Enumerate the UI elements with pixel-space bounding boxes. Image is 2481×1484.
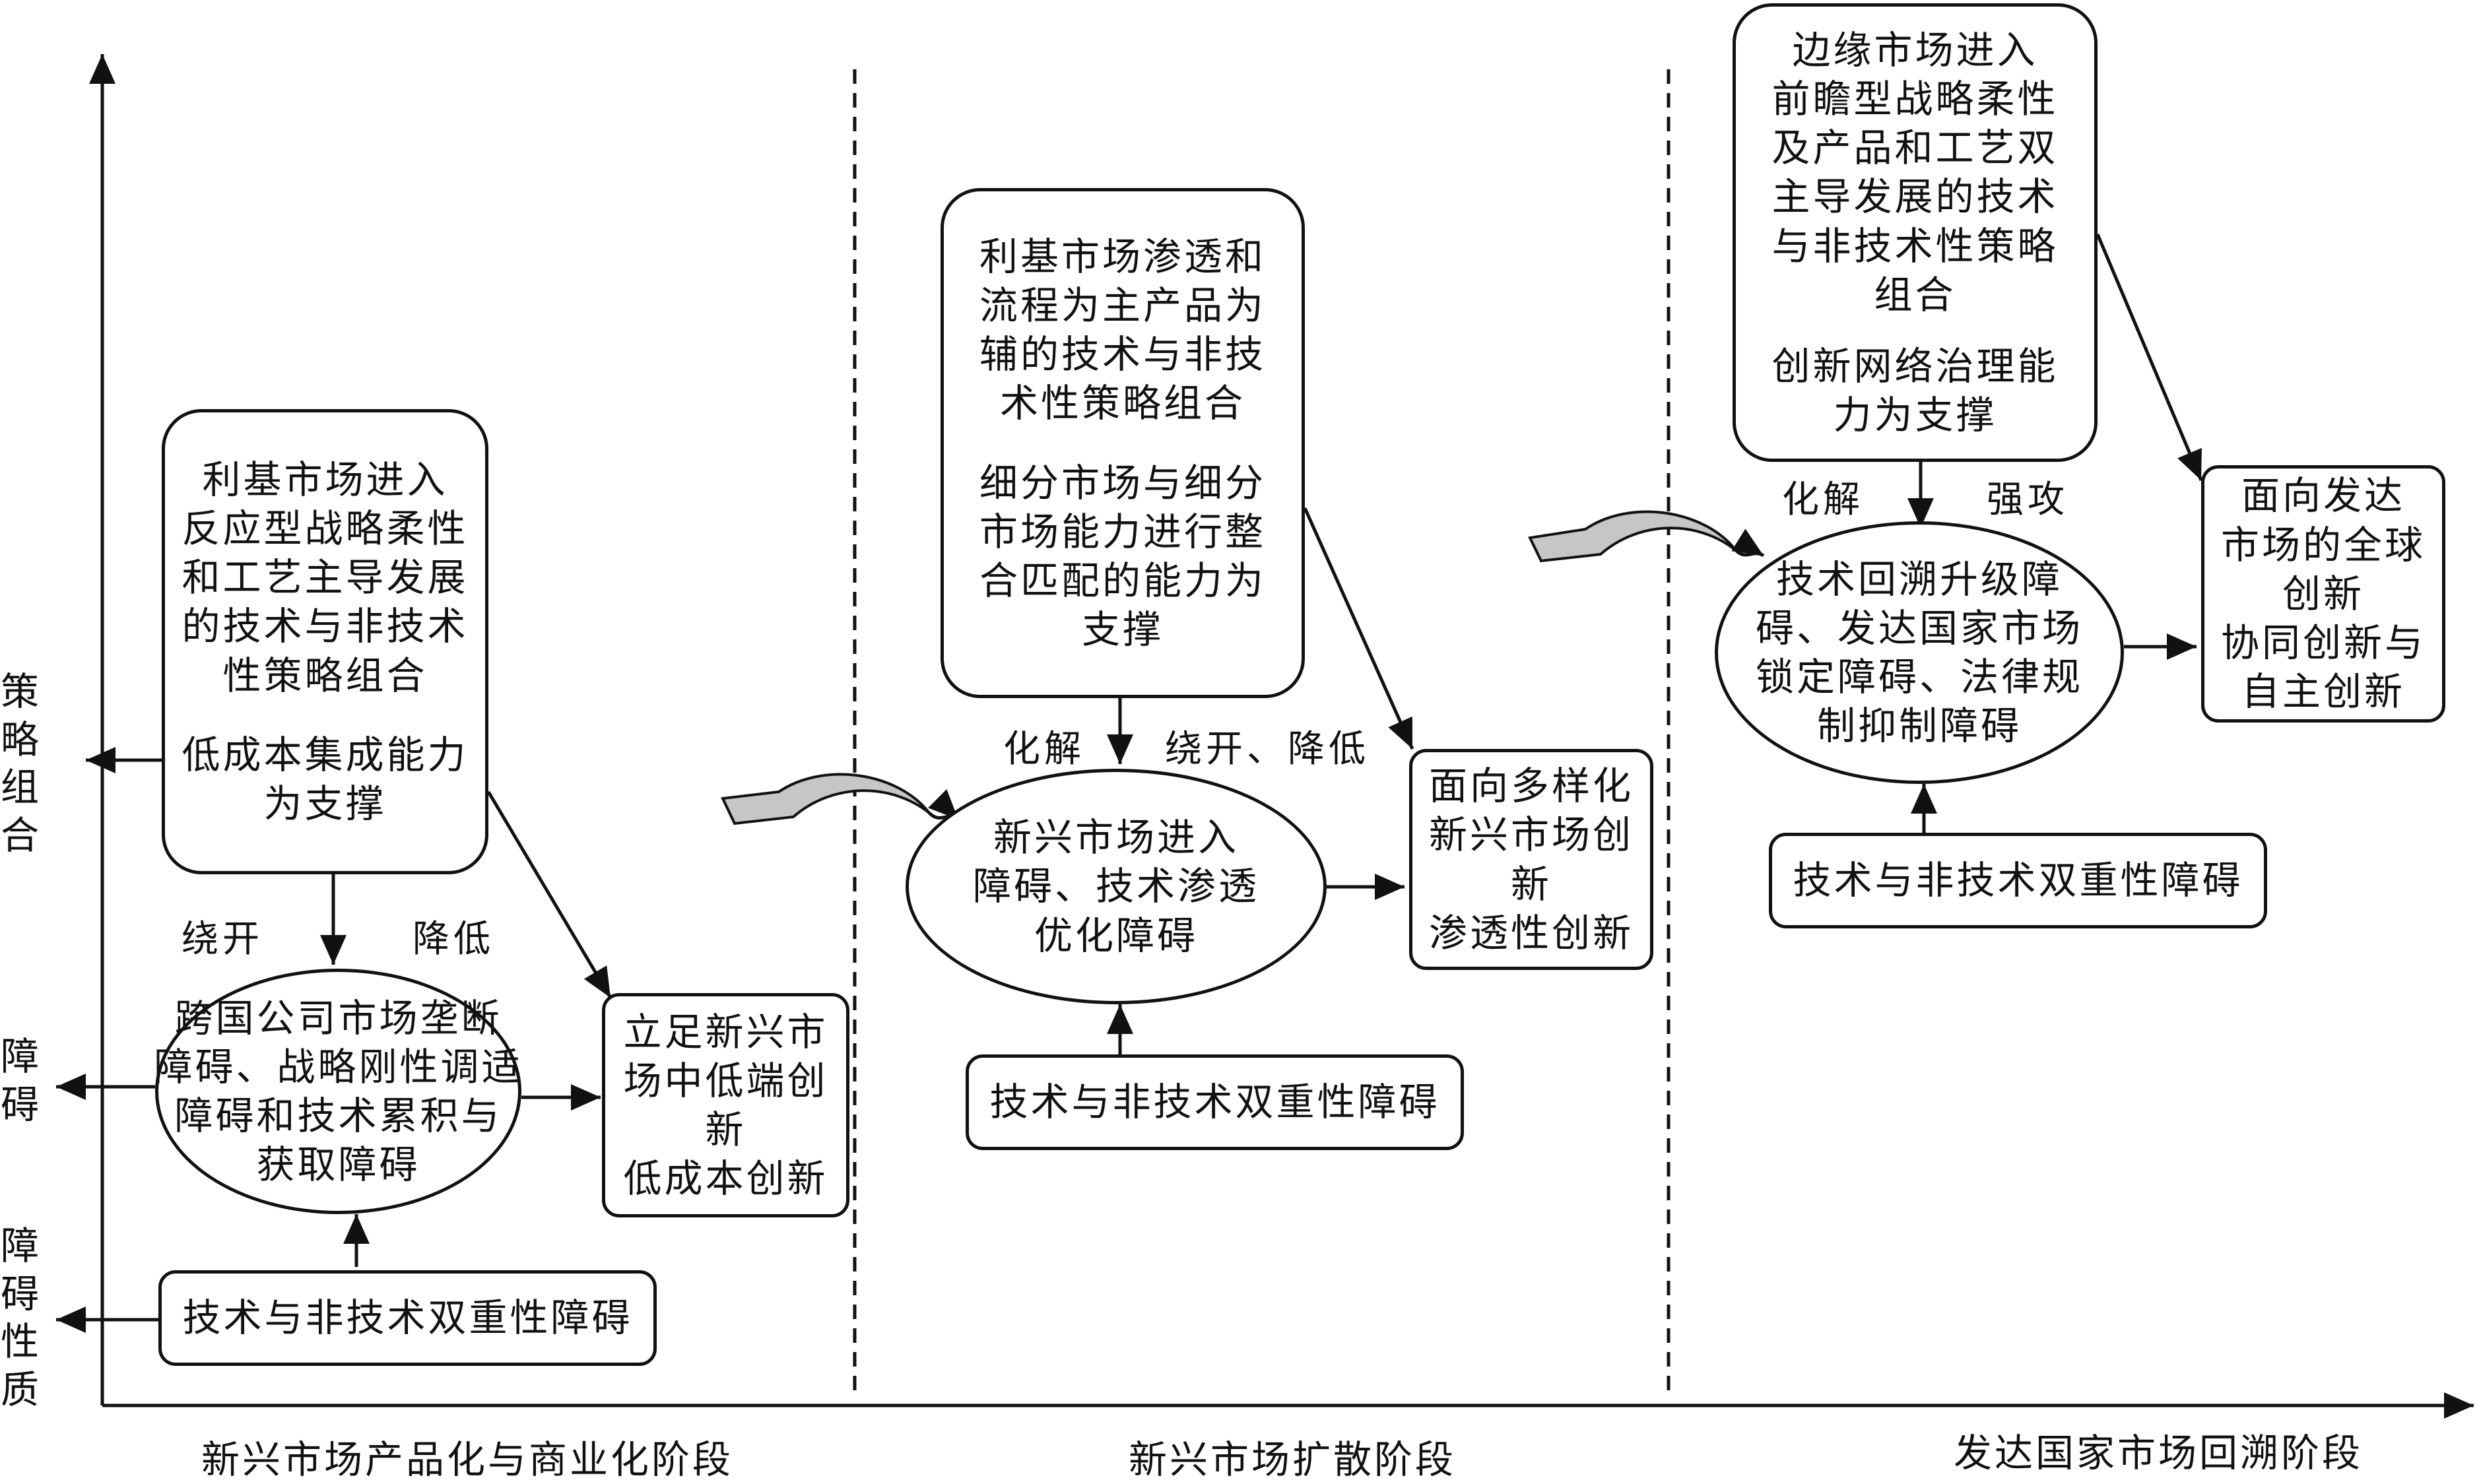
s2-capability-line: 合匹配的能力为 bbox=[979, 558, 1266, 603]
stage-label-diffusion: 新兴市场扩散阶段 bbox=[1129, 1437, 1457, 1482]
s3-strategy-to-result-arrow bbox=[2096, 234, 2203, 481]
s2-nature-box: 技术与非技术双重性障碍 bbox=[966, 1054, 1464, 1150]
s1-barrier-line: 获取障碍 bbox=[256, 1142, 420, 1188]
s3-barrier-ellipse: 技术回溯升级障 碍、发达国家市场 锁定障碍、法律规 制抑制障碍 bbox=[1715, 521, 2124, 784]
s2-strategy-line: 流程为主产品为 bbox=[979, 282, 1266, 328]
s3-barrier-line: 制抑制障碍 bbox=[1816, 703, 2022, 749]
s2-capability-line: 市场能力进行整 bbox=[979, 509, 1266, 554]
s3-strategy-line: 组合 bbox=[1874, 272, 1956, 317]
y-label-barrier: 障碍 bbox=[0, 1034, 39, 1127]
s3-capability-line: 创新网络治理能 bbox=[1771, 343, 2059, 389]
s2-result-line: 面向多样化 bbox=[1428, 763, 1634, 809]
s1-label-bypass: 绕开 bbox=[182, 918, 263, 961]
y-label-barrier-nature: 障碍性质 bbox=[0, 1223, 39, 1412]
s2-barrier-line: 障碍、技术渗透 bbox=[972, 864, 1259, 909]
transition-arrow-stage2-to-stage3 bbox=[1528, 510, 1765, 563]
s3-nature-box: 技术与非技术双重性障碍 bbox=[1769, 833, 2267, 928]
s2-strategy-line: 利基市场渗透和 bbox=[979, 234, 1266, 279]
s1-strategy-to-result-arrow bbox=[486, 790, 612, 999]
s1-strategy-line: 的技术与非技术 bbox=[182, 604, 469, 649]
s3-barrier-line: 技术回溯升级障 bbox=[1775, 556, 2063, 602]
s3-barrier-line: 碍、发达国家市场 bbox=[1755, 605, 2083, 651]
s3-result-line: 创新 bbox=[2282, 571, 2364, 616]
s1-strategy-line: 利基市场进入 bbox=[202, 457, 448, 502]
s2-result-box: 面向多样化 新兴市场创 新 渗透性创新 bbox=[1409, 749, 1653, 970]
s3-nature-text: 技术与非技术双重性障碍 bbox=[1793, 858, 2243, 903]
s1-barrier-line: 跨国公司市场垄断 bbox=[174, 995, 502, 1041]
s1-capability-line: 低成本集成能力 bbox=[182, 732, 469, 777]
s2-nature-text: 技术与非技术双重性障碍 bbox=[989, 1080, 1440, 1125]
s3-strategy-box: 边缘市场进入 前瞻型战略柔性 及产品和工艺双 主导发展的技术 与非技术性策略 组… bbox=[1733, 3, 2098, 462]
s1-strategy-line: 和工艺主导发展 bbox=[182, 555, 469, 600]
y-label-strategy: 策略组合 bbox=[0, 669, 39, 858]
s2-barrier-line: 新兴市场进入 bbox=[993, 815, 1239, 860]
s1-strategy-box: 利基市场进入 反应型战略柔性 和工艺主导发展 的技术与非技术 性策略组合 低成本… bbox=[162, 409, 488, 874]
s2-capability-line: 支撑 bbox=[1081, 607, 1164, 653]
transition-arrow-stage1-to-stage2 bbox=[721, 773, 960, 825]
s2-strategy-box: 利基市场渗透和 流程为主产品为 辅的技术与非技 术性策略组合 细分市场与细分 市… bbox=[941, 188, 1305, 698]
s1-strategy-line: 反应型战略柔性 bbox=[182, 505, 469, 551]
s2-strategy-line: 辅的技术与非技 bbox=[979, 332, 1266, 377]
s3-barrier-line: 锁定障碍、法律规 bbox=[1755, 655, 2083, 699]
s1-nature-text: 技术与非技术双重性障碍 bbox=[182, 1295, 633, 1341]
s1-barrier-ellipse: 跨国公司市场垄断 障碍、战略刚性调适 障碍和技术累积与 获取障碍 bbox=[154, 969, 523, 1214]
s2-capability-line: 细分市场与细分 bbox=[979, 460, 1266, 505]
s2-label-bypass-reduce: 绕开、降低 bbox=[1165, 728, 1370, 771]
s3-strategy-line: 与非技术性策略 bbox=[1771, 223, 2059, 269]
s1-barrier-line: 障碍和技术累积与 bbox=[174, 1093, 502, 1138]
s3-capability-line: 力为支撑 bbox=[1833, 393, 1997, 438]
s2-result-line: 新 bbox=[1510, 861, 1552, 907]
s3-strategy-line: 边缘市场进入 bbox=[1792, 27, 2038, 73]
stage-label-commercialization: 新兴市场产品化与商业化阶段 bbox=[201, 1437, 734, 1482]
s2-barrier-line: 优化障碍 bbox=[1034, 913, 1198, 958]
s1-result-line: 场中低端创 bbox=[623, 1058, 828, 1103]
s2-result-line: 新兴市场创 bbox=[1428, 812, 1634, 858]
s3-label-resolve: 化解 bbox=[1782, 478, 1864, 521]
s2-strategy-to-result-arrow bbox=[1303, 507, 1414, 750]
s3-result-line: 市场的全球 bbox=[2220, 522, 2426, 567]
s2-strategy-line: 术性策略组合 bbox=[999, 381, 1245, 426]
s3-strategy-line: 前瞻型战略柔性 bbox=[1771, 76, 2059, 121]
s1-result-line: 低成本创新 bbox=[623, 1156, 828, 1202]
s3-result-line: 面向发达 bbox=[2241, 473, 2405, 519]
stage-label-reverse: 发达国家市场回溯阶段 bbox=[1954, 1431, 2364, 1475]
s1-label-reduce: 降低 bbox=[413, 918, 494, 961]
s1-result-line: 立足新兴市 bbox=[623, 1009, 828, 1054]
s3-result-line: 协同创新与 bbox=[2220, 620, 2426, 666]
s3-label-attack: 强攻 bbox=[1987, 478, 2068, 521]
s1-nature-box: 技术与非技术双重性障碍 bbox=[158, 1270, 657, 1366]
s1-result-box: 立足新兴市 场中低端创 新 低成本创新 bbox=[602, 993, 849, 1217]
s2-barrier-ellipse: 新兴市场进入 障碍、技术渗透 优化障碍 bbox=[906, 769, 1327, 1004]
s1-strategy-line: 性策略组合 bbox=[222, 653, 428, 698]
s3-strategy-line: 及产品和工艺双 bbox=[1771, 125, 2059, 171]
s1-capability-line: 为支撑 bbox=[263, 781, 387, 827]
s3-result-line: 自主创新 bbox=[2241, 669, 2405, 715]
s2-label-resolve: 化解 bbox=[1003, 728, 1085, 771]
s2-result-line: 渗透性创新 bbox=[1428, 910, 1634, 955]
s1-result-line: 新 bbox=[705, 1107, 746, 1152]
s1-barrier-line: 障碍、战略刚性调适 bbox=[154, 1044, 523, 1089]
s3-result-box: 面向发达 市场的全球 创新 协同创新与 自主创新 bbox=[2201, 465, 2445, 723]
s3-strategy-line: 主导发展的技术 bbox=[1771, 174, 2059, 220]
